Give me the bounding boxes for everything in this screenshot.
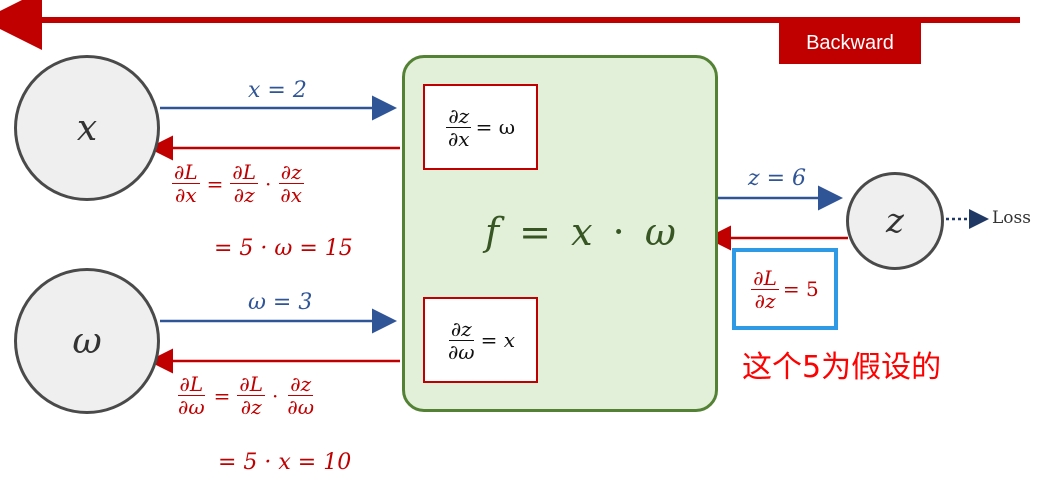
grad-omega-result: = 5 · x = 10 <box>218 450 352 475</box>
upstream-gradient-box: ∂L∂z = 5 <box>732 248 838 330</box>
assumption-note: 这个5为假设的 <box>742 350 942 385</box>
node-x: x <box>14 55 160 201</box>
forward-label-omega: ω = 3 <box>248 290 313 315</box>
function-label: f = x · ω <box>485 210 676 254</box>
grad-omega-chain: ∂L∂ω = ∂L∂z · ∂z∂ω <box>177 372 315 419</box>
node-omega: ω <box>14 268 160 414</box>
loss-label: Loss <box>992 208 1031 228</box>
backward-badge: Backward <box>779 22 921 64</box>
grad-x-result: = 5 · ω = 15 <box>214 236 353 261</box>
local-deriv-dz-dx: ∂z∂x = ω <box>423 84 538 170</box>
grad-x-chain: ∂L∂x = ∂L∂z · ∂z∂x <box>172 160 304 207</box>
node-z: z <box>846 172 944 270</box>
forward-label-x: x = 2 <box>248 78 307 103</box>
local-deriv-dz-domega: ∂z∂ω = x <box>423 297 538 383</box>
forward-label-z: z = 6 <box>748 166 807 191</box>
